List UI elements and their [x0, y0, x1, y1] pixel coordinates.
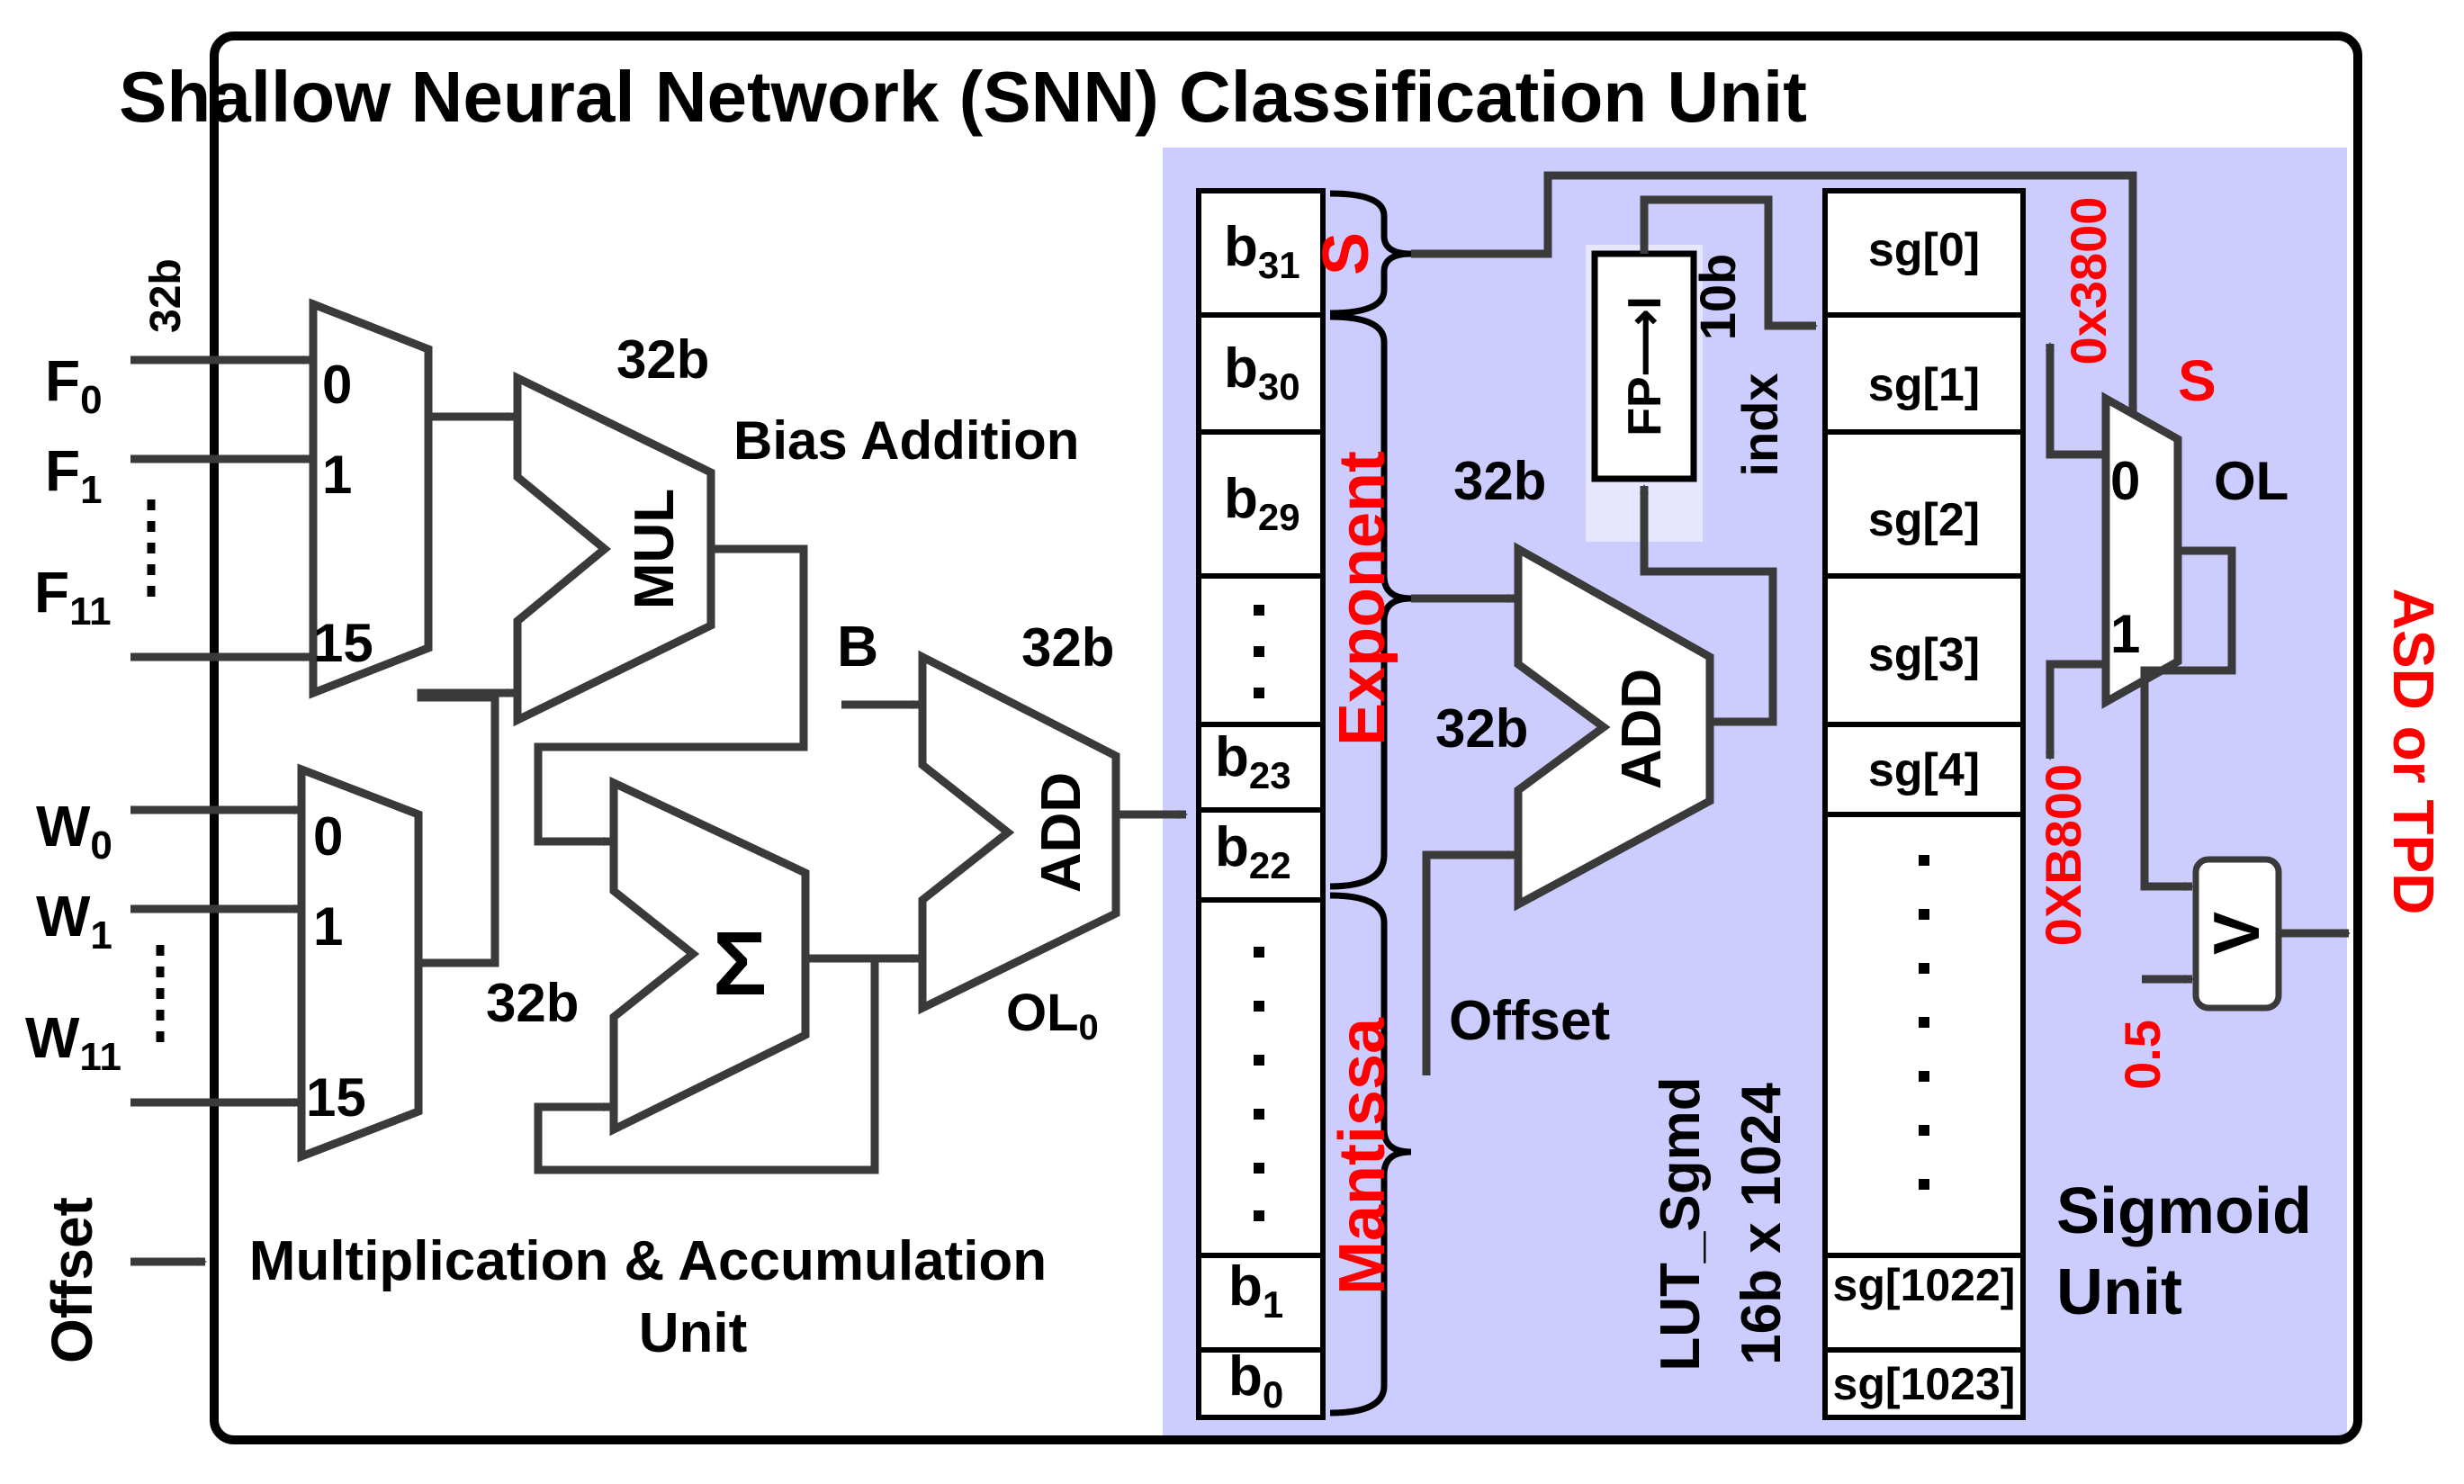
converter-block	[1591, 250, 1697, 482]
input-f0: F0	[45, 348, 103, 422]
register-b29: b29	[1224, 468, 1300, 538]
input-f1: F1	[45, 438, 103, 512]
input-w0: W0	[36, 794, 112, 868]
diagram-title: Shallow Neural Network (SNN) Classificat…	[119, 57, 1807, 137]
exponent-brace	[1329, 313, 1412, 890]
exp-adder-width-a: 32b	[1453, 451, 1546, 511]
bias-adder-label: ADD	[1030, 772, 1093, 893]
bias-output: OL0	[1006, 984, 1099, 1048]
adder-to-converter-wire	[1640, 484, 1777, 726]
sigmoid-mux	[2101, 391, 2182, 709]
exp-offset-label: Offset	[1449, 990, 1610, 1052]
snn-output: ASD or TPD	[2381, 589, 2446, 915]
outer-frame	[210, 31, 2362, 1444]
register-b1: b1	[1228, 1255, 1283, 1326]
sigmoid-mux-in0: 0	[2110, 451, 2140, 511]
mul-label: MUL	[624, 489, 686, 609]
mul-block	[513, 371, 715, 727]
mux-w-in15: 15	[306, 1067, 366, 1128]
lut-entry-1022: sg[1022]	[1833, 1260, 2016, 1310]
lut-dots	[1919, 855, 1929, 1190]
input-w11: W11	[25, 1005, 121, 1079]
register-dots	[1254, 605, 1264, 1221]
lut-size: 16b x 1024	[1731, 1083, 1793, 1365]
bus-width-label: 32b	[142, 258, 190, 333]
exp-adder-label: ADD	[1611, 669, 1673, 789]
muxw-to-mul-wire	[417, 688, 517, 967]
mux-f-in15: 15	[313, 613, 373, 673]
converter-to-lut-wire	[1640, 195, 1818, 330]
lut-entry-1: sg[1]	[1868, 359, 1980, 411]
mux-to-comparator-wire	[2140, 546, 2236, 891]
sigmoid-panel	[1163, 148, 2347, 1440]
register-b0: b0	[1228, 1345, 1283, 1416]
lut-entry-1023: sg[1023]	[1833, 1359, 2016, 1409]
const-0xb800: 0XB800	[2035, 764, 2091, 946]
sigmoid-mux-output: OL	[2214, 451, 2289, 511]
sign-to-mux-wire	[1411, 171, 2137, 416]
sigmoid-unit-line1: Sigmoid	[2056, 1175, 2312, 1247]
mux-w-in1: 1	[313, 896, 343, 957]
mantissa-brace	[1329, 892, 1412, 1417]
bias-input-b: B	[837, 614, 878, 679]
accumulator-symbol: Σ	[713, 913, 767, 1014]
exp-adder-width-b: 32b	[1435, 698, 1528, 759]
input-w1: W1	[36, 884, 112, 958]
sigmoid-unit-line2: Unit	[2056, 1256, 2182, 1328]
accumulator-block	[609, 776, 810, 1137]
lut-entry-3: sg[3]	[1868, 629, 1980, 681]
register-b23: b23	[1215, 726, 1291, 796]
bias-heading: Bias Addition	[733, 410, 1079, 471]
mac-unit-line2: Unit	[639, 1302, 748, 1364]
lut-entry-2: sg[2]	[1868, 494, 1980, 546]
comparator-symbol: V	[2201, 912, 2273, 955]
sigmoid-mux-in1: 1	[2110, 604, 2140, 664]
converter-index: indx	[1731, 373, 1788, 476]
mul-width: 32b	[616, 329, 709, 390]
mul-to-acc-wire	[534, 544, 808, 846]
mux-w	[297, 763, 423, 1163]
input-f11: F11	[34, 560, 112, 634]
accumulator-width: 32b	[486, 973, 579, 1033]
exp-adder	[1514, 542, 1714, 912]
sigmoid-mux-select: S	[2178, 348, 2217, 413]
converter-width-out: 10b	[1689, 254, 1746, 341]
register-b30: b30	[1224, 337, 1300, 408]
offset-input-label: Offset	[40, 1197, 104, 1363]
register-b31: b31	[1224, 216, 1300, 286]
mux-f-in0: 0	[322, 355, 352, 415]
sign-field-label: S	[1310, 232, 1382, 275]
mux-w-in0: 0	[313, 806, 343, 867]
lut-entry-4: sg[4]	[1868, 744, 1980, 796]
bias-adder	[918, 650, 1120, 1015]
lut-entry-0: sg[0]	[1868, 224, 1980, 276]
mux0-const-wire	[2046, 342, 2106, 459]
converter-label: FP⟶I	[1619, 296, 1671, 436]
mux-f	[309, 298, 433, 699]
comparator-threshold: 0.5	[2114, 1020, 2171, 1090]
offset-to-adder-wire	[1422, 850, 1516, 1075]
bias-width: 32b	[1021, 617, 1114, 678]
mac-unit-line1: Multiplication & Accumulation	[249, 1230, 1047, 1292]
lut-name: LUT_Sgmd	[1650, 1076, 1712, 1371]
mux1-const-wire	[2046, 660, 2106, 760]
const-0x3800: 0x3800	[2060, 197, 2117, 365]
mux-f-in1: 1	[322, 445, 352, 505]
register-column	[1196, 188, 1326, 1420]
exponent-field-label: Exponent	[1326, 451, 1398, 746]
mantissa-field-label: Mantissa	[1326, 1017, 1398, 1295]
acc-feedback-wire	[534, 954, 879, 1174]
register-b22: b22	[1215, 816, 1291, 886]
